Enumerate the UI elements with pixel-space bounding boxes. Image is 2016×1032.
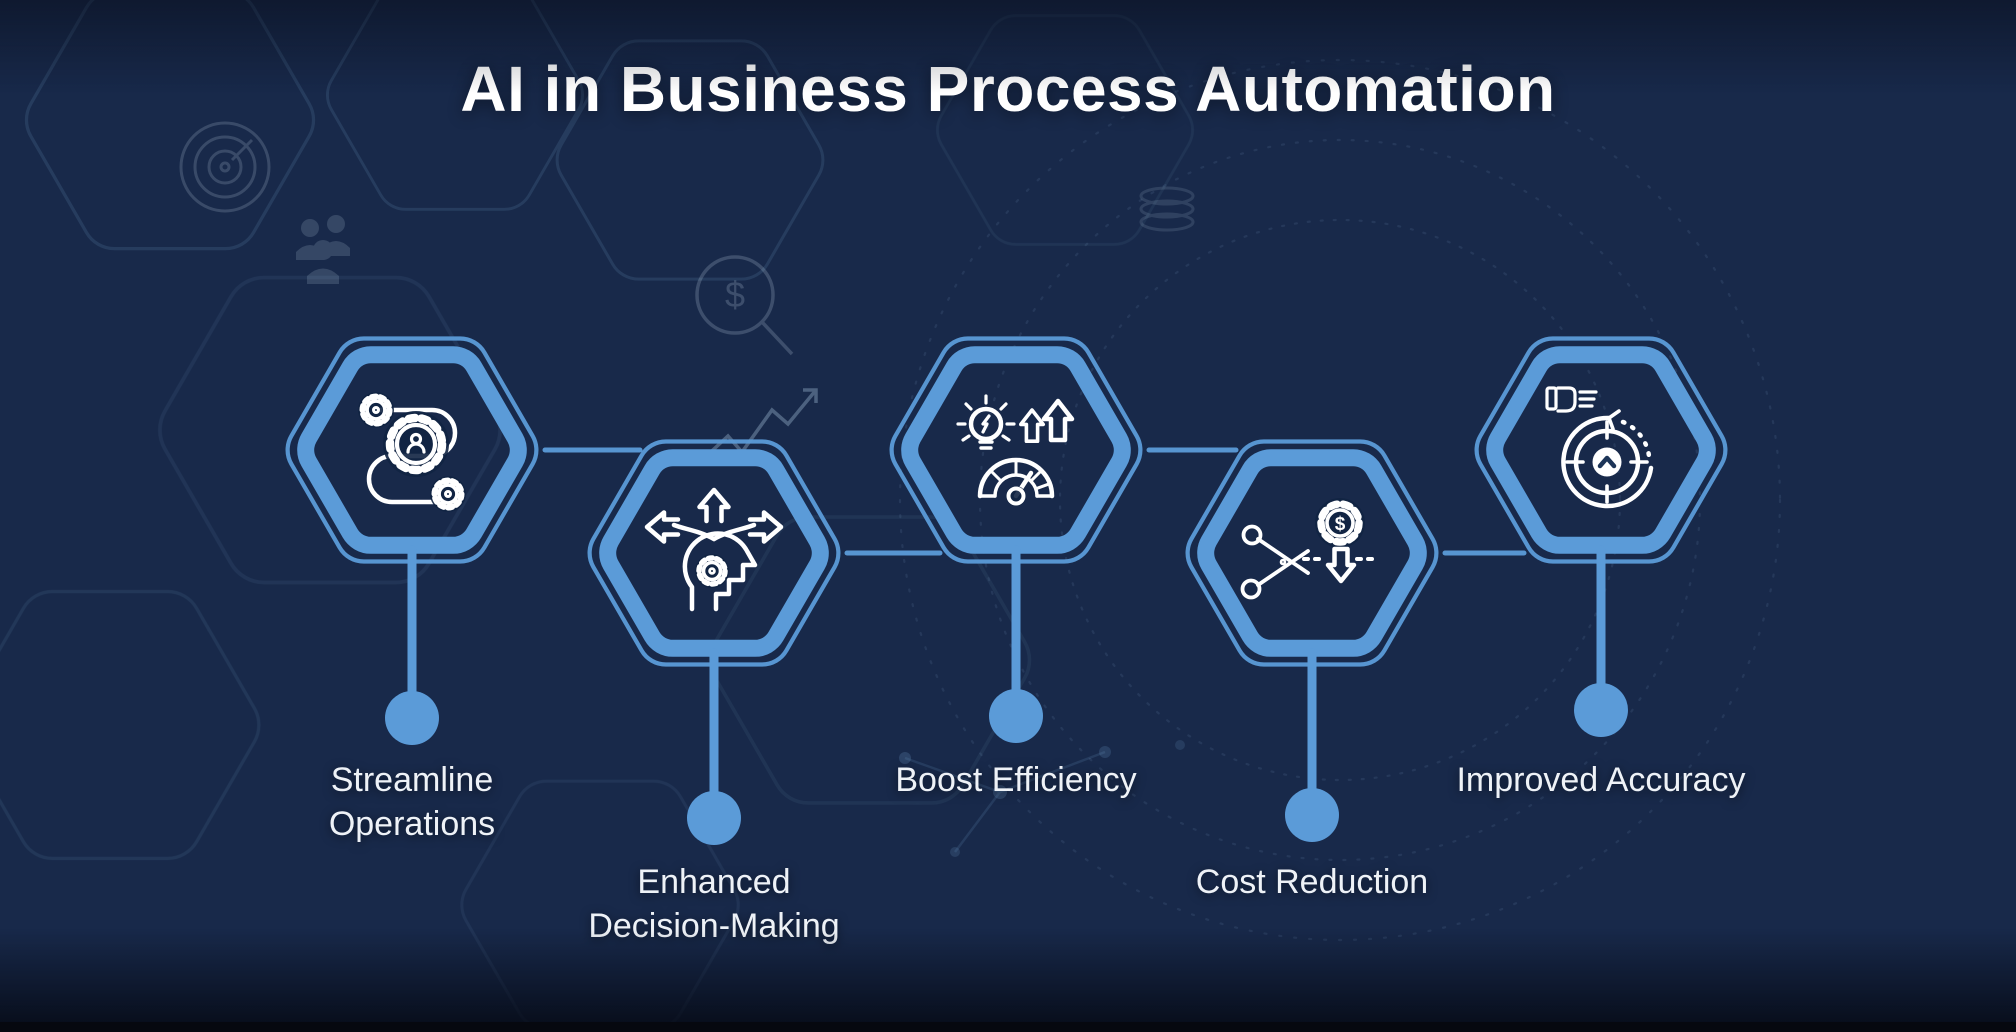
down-arrow-icon [1325, 546, 1357, 584]
hexagon-border [608, 458, 821, 649]
stem-dot [1285, 788, 1339, 842]
hand-feedback-icon [1545, 386, 1598, 413]
hexagon-outline [892, 338, 1141, 561]
refresh-arrow-arc [1561, 415, 1654, 509]
stem-dot [989, 689, 1043, 743]
node-cost-reduction: $ [1188, 441, 1437, 842]
speedometer-icon [977, 457, 1055, 506]
growth-arrow-small [1018, 408, 1045, 444]
scissors-icon [1240, 524, 1310, 600]
node-boost-efficiency [892, 338, 1141, 743]
label-streamline-operations: Streamline Operations [328, 761, 496, 843]
svg-text:$: $ [1335, 514, 1346, 535]
head-decision-arrows-icon [647, 490, 781, 612]
svg-text:$: $ [725, 274, 745, 315]
label-improved-accuracy: Improved Accuracy [1456, 761, 1746, 799]
hexagon-outline [1188, 441, 1437, 664]
coin-stack-icon [1139, 186, 1195, 232]
hexagon-border [1206, 458, 1419, 649]
workflow-gears-icon [358, 392, 466, 512]
node-streamline-operations [288, 338, 537, 745]
label-cost-reduction: Cost Reduction [1195, 863, 1429, 901]
node-enhanced-decision-making [590, 441, 839, 845]
stem-dot [385, 691, 439, 745]
page-title: AI in Business Process Automation [460, 53, 1556, 125]
label-enhanced-decision-making: Enhanced Decision-Making [588, 863, 840, 945]
people-icon [296, 215, 350, 284]
hexagon-outline [590, 441, 839, 664]
node-connectors [542, 447, 1527, 556]
target-refresh-icon [1545, 386, 1654, 509]
lightbulb-icon [956, 394, 1016, 450]
dollar-magnifier-icon: $ [695, 255, 794, 356]
target-crosshair [1561, 409, 1654, 509]
node-improved-accuracy [1477, 338, 1726, 737]
growth-arrow-large [1044, 401, 1072, 440]
scissors-dollar-cut-icon: $ [1240, 498, 1374, 600]
bullseye-icon [179, 121, 271, 213]
stem-dot [1574, 683, 1628, 737]
dollar-badge-icon: $ [1315, 498, 1365, 548]
stem-dot [687, 791, 741, 845]
label-boost-efficiency: Boost Efficiency [895, 761, 1137, 799]
hexagon-border [910, 355, 1123, 546]
bulb-gauge-growth-icon [956, 394, 1072, 506]
